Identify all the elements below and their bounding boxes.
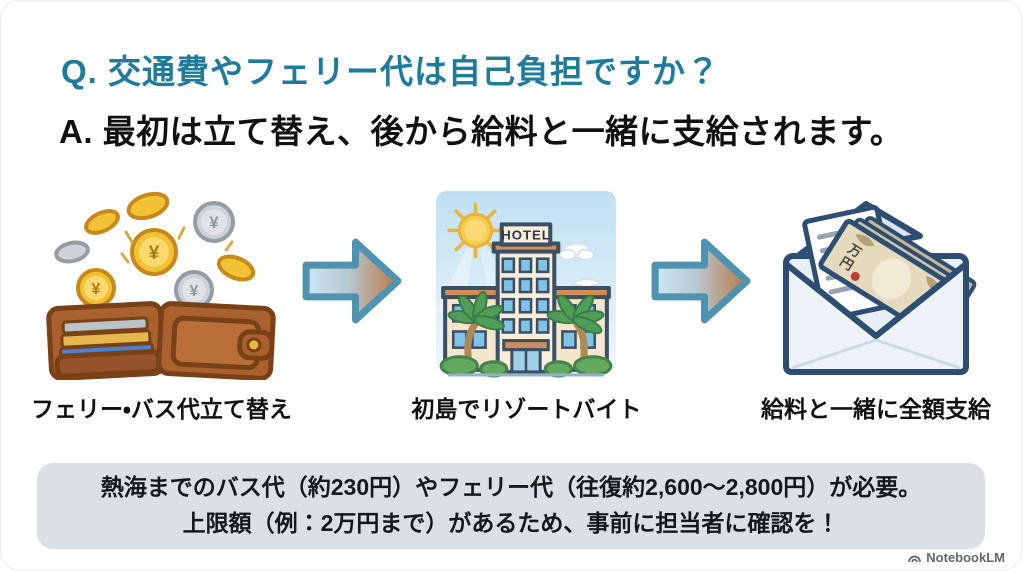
envelope-salary-icon: 万 円 (782, 201, 977, 375)
step-full-reimbursement: 万 円 給料と一緒に全額支給 (761, 190, 991, 424)
watermark: NotebookLM (907, 550, 1005, 565)
yen-coin-symbol: ¥ (92, 281, 101, 298)
question-heading: Q. 交通費やフェリー代は自己負担ですか？ (61, 53, 721, 90)
answer-heading: A. 最初は立て替え、後から給料と一緒に支給されます。 (59, 113, 904, 150)
watermark-label: NotebookLM (926, 550, 1005, 565)
hanko-seal-icon (850, 271, 860, 281)
resort-hotel-icon: HOTEL (435, 191, 617, 378)
yen-coin-symbol: ¥ (210, 213, 220, 232)
wallet-coins-icon: ¥ ¥ ¥ ¥ (46, 191, 277, 380)
sun-icon (447, 202, 504, 259)
process-flow: ¥ ¥ ¥ ¥ (31, 189, 991, 425)
arrow-right-icon (302, 238, 402, 323)
hotel-sign-text: HOTEL (502, 228, 552, 243)
notebooklm-logo-icon (908, 555, 922, 562)
bush-icon (439, 355, 613, 378)
yen-coin-symbol: ¥ (149, 243, 160, 264)
step-label-advance: フェリー・バス代立て替え (31, 396, 292, 422)
yen-coin-symbol: ¥ (190, 283, 199, 300)
note-box: 熱海までのバス代（約230円）やフェリー代（往復約2,600〜2,800円）が必… (37, 463, 985, 549)
arrow-right-icon (651, 238, 751, 323)
step-resort-job: HOTEL (411, 190, 641, 424)
step-label-resort: 初島でリゾートバイト (411, 396, 642, 422)
banknote-label-man: 万 (844, 240, 864, 260)
step-advance-payment: ¥ ¥ ¥ ¥ (31, 190, 292, 424)
note-line-2: 上限額（例：2万円まで）があるため、事前に担当者に確認を！ (182, 510, 840, 536)
note-line-1: 熱海までのバス代（約230円）やフェリー代（往復約2,600〜2,800円）が必… (100, 474, 922, 501)
step-label-reimbursement: 給料と一緒に全額支給 (760, 396, 991, 422)
